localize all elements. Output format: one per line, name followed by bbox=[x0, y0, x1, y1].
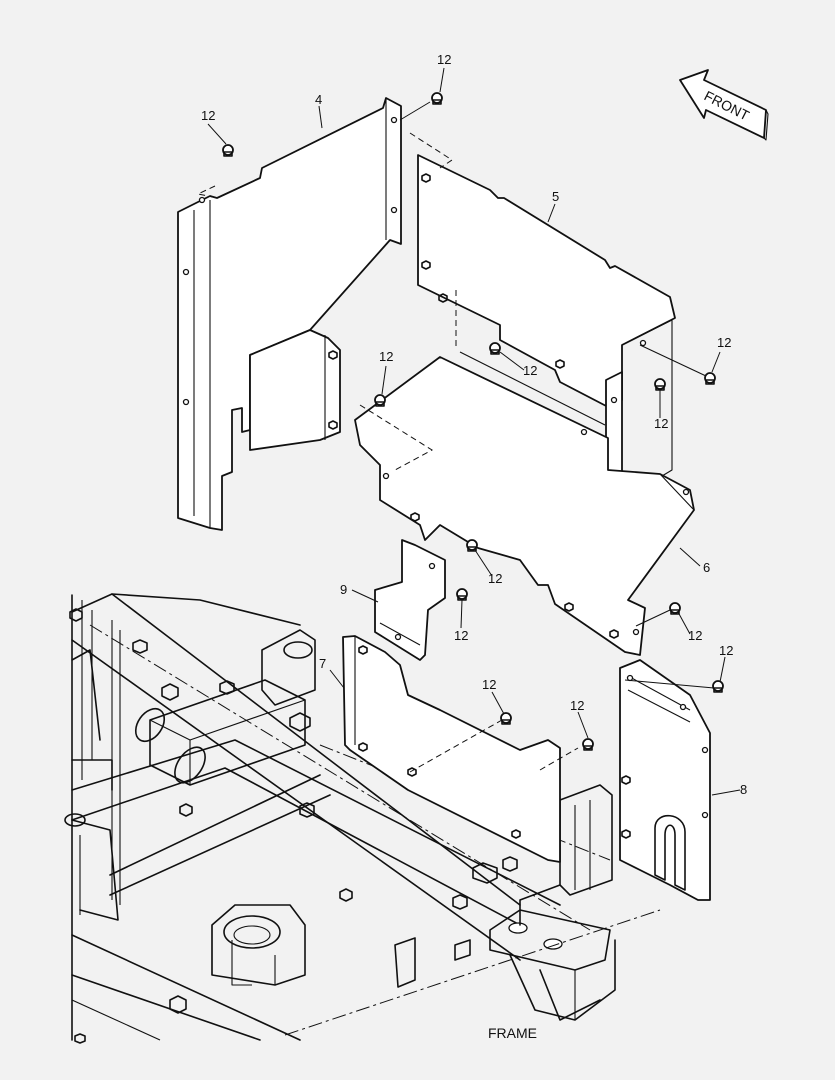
bolt bbox=[712, 680, 724, 693]
bolt bbox=[489, 342, 501, 355]
callout-12: 12 bbox=[523, 363, 537, 378]
callout-12: 12 bbox=[719, 643, 733, 658]
bolt bbox=[466, 539, 478, 552]
frame-label: FRAME bbox=[488, 1025, 537, 1041]
part-9-small-bracket bbox=[374, 539, 446, 661]
callout-12: 12 bbox=[570, 698, 584, 713]
callout-12: 12 bbox=[437, 52, 451, 67]
callout-8: 8 bbox=[740, 782, 747, 797]
callout-12: 12 bbox=[488, 571, 502, 586]
callout-12: 12 bbox=[688, 628, 702, 643]
bolt bbox=[500, 712, 512, 725]
bolt bbox=[456, 588, 468, 601]
bolt bbox=[654, 378, 666, 391]
part-6-middle-plate bbox=[354, 351, 695, 656]
callout-labels: 12 12 4 5 12 12 12 12 6 12 9 12 12 12 7 … bbox=[201, 52, 747, 797]
bolt bbox=[222, 144, 234, 157]
bolt bbox=[374, 394, 386, 407]
bolts-item-12 bbox=[222, 92, 724, 751]
callout-12: 12 bbox=[717, 335, 731, 350]
part-8-slotted-plate bbox=[619, 659, 711, 901]
bolt bbox=[431, 92, 443, 105]
callout-12: 12 bbox=[379, 349, 393, 364]
callout-4: 4 bbox=[315, 92, 322, 107]
leader-lines bbox=[207, 67, 741, 796]
callout-12: 12 bbox=[654, 416, 668, 431]
bolt bbox=[582, 738, 594, 751]
callout-12: 12 bbox=[201, 108, 215, 123]
callout-9: 9 bbox=[340, 582, 347, 597]
frame-structure bbox=[64, 593, 661, 1044]
part-7-lower-plate bbox=[342, 635, 579, 863]
part-4-left-cover bbox=[177, 97, 402, 531]
callout-5: 5 bbox=[552, 189, 559, 204]
callout-7: 7 bbox=[319, 656, 326, 671]
callout-12: 12 bbox=[454, 628, 468, 643]
callout-6: 6 bbox=[703, 560, 710, 575]
callout-12: 12 bbox=[482, 677, 496, 692]
bolt bbox=[704, 372, 716, 385]
